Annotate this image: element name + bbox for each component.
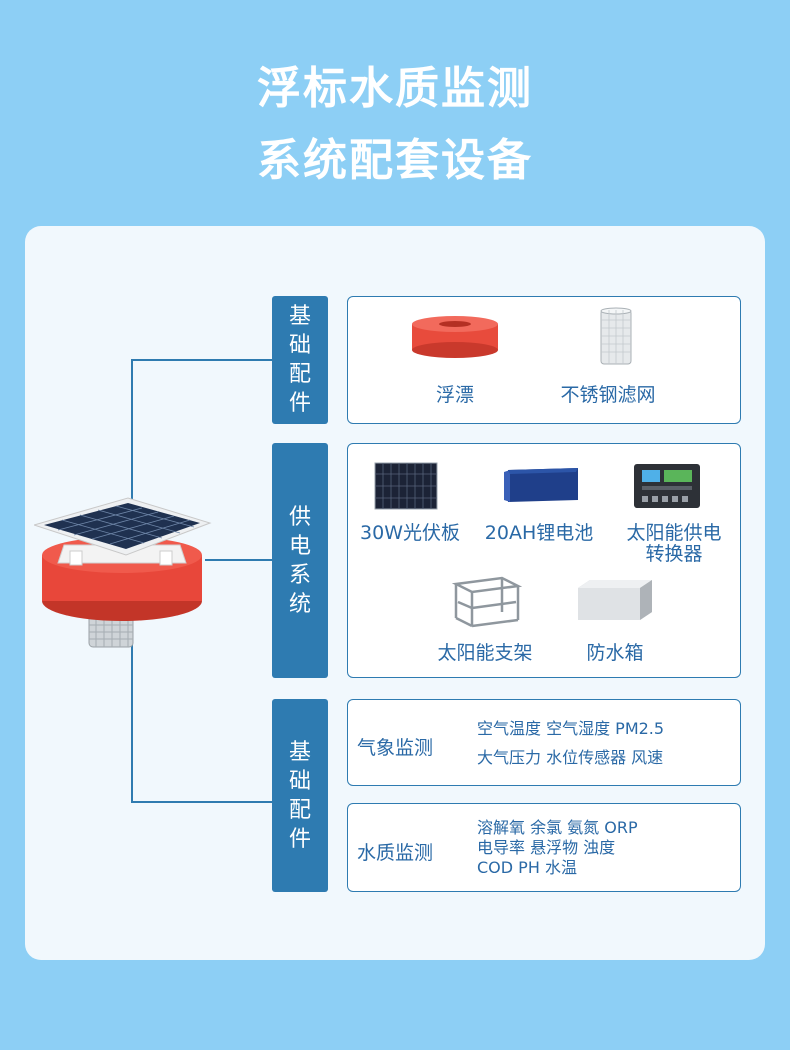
water-quality-box xyxy=(347,803,741,892)
item-solar-panel: 30W光伏板 xyxy=(360,522,460,544)
base-accessories-box xyxy=(347,296,741,424)
connector-line xyxy=(131,801,272,803)
water-quality-label: 水质监测 xyxy=(357,842,434,864)
weather-monitoring-box xyxy=(347,699,741,786)
water-params-row3: COD PH 水温 xyxy=(477,858,577,877)
page-title: 浮标水质监测 xyxy=(257,63,533,114)
water-params-row2: 电导率 悬浮物 浊度 xyxy=(477,838,616,857)
tab-power-system: 供电系统 xyxy=(272,443,328,678)
solar-panel-image xyxy=(374,462,438,510)
item-solar-bracket: 太阳能支架 xyxy=(437,642,533,664)
tab-base-accessories: 基础配件 xyxy=(272,296,328,424)
tab-sensor-accessories: 基础配件 xyxy=(272,699,328,892)
item-waterproof-box: 防水箱 xyxy=(586,642,644,664)
page-subtitle: 系统配套设备 xyxy=(257,135,533,186)
weather-params-row1: 空气温度 空气湿度 PM2.5 xyxy=(477,719,665,738)
weather-monitoring-label: 气象监测 xyxy=(357,737,434,759)
item-steel-strainer: 不锈钢滤网 xyxy=(560,384,656,406)
solar-controller-image xyxy=(634,464,700,508)
item-lithium-battery: 20AH锂电池 xyxy=(484,522,594,544)
tab-label: 供电系统 xyxy=(288,504,311,617)
buoy-illustration xyxy=(34,497,212,648)
solar-bracket-image xyxy=(451,576,522,628)
water-params-row1: 溶解氧 余氯 氨氮 ORP xyxy=(477,818,638,837)
float-ring-image xyxy=(412,316,498,358)
weather-params-row2: 大气压力 水位传感器 风速 xyxy=(477,748,664,767)
lithium-battery-image xyxy=(504,468,578,502)
tab-label: 基础配件 xyxy=(288,304,311,416)
steel-strainer-image xyxy=(600,307,632,365)
tab-label: 基础配件 xyxy=(288,739,311,852)
waterproof-box-image xyxy=(578,580,652,620)
connector-line xyxy=(205,559,272,561)
item-solar-controller-line1: 太阳能供电 xyxy=(626,522,722,544)
connector-line xyxy=(131,359,272,361)
item-solar-controller-line2: 转换器 xyxy=(645,543,703,565)
item-float: 浮漂 xyxy=(435,384,474,406)
